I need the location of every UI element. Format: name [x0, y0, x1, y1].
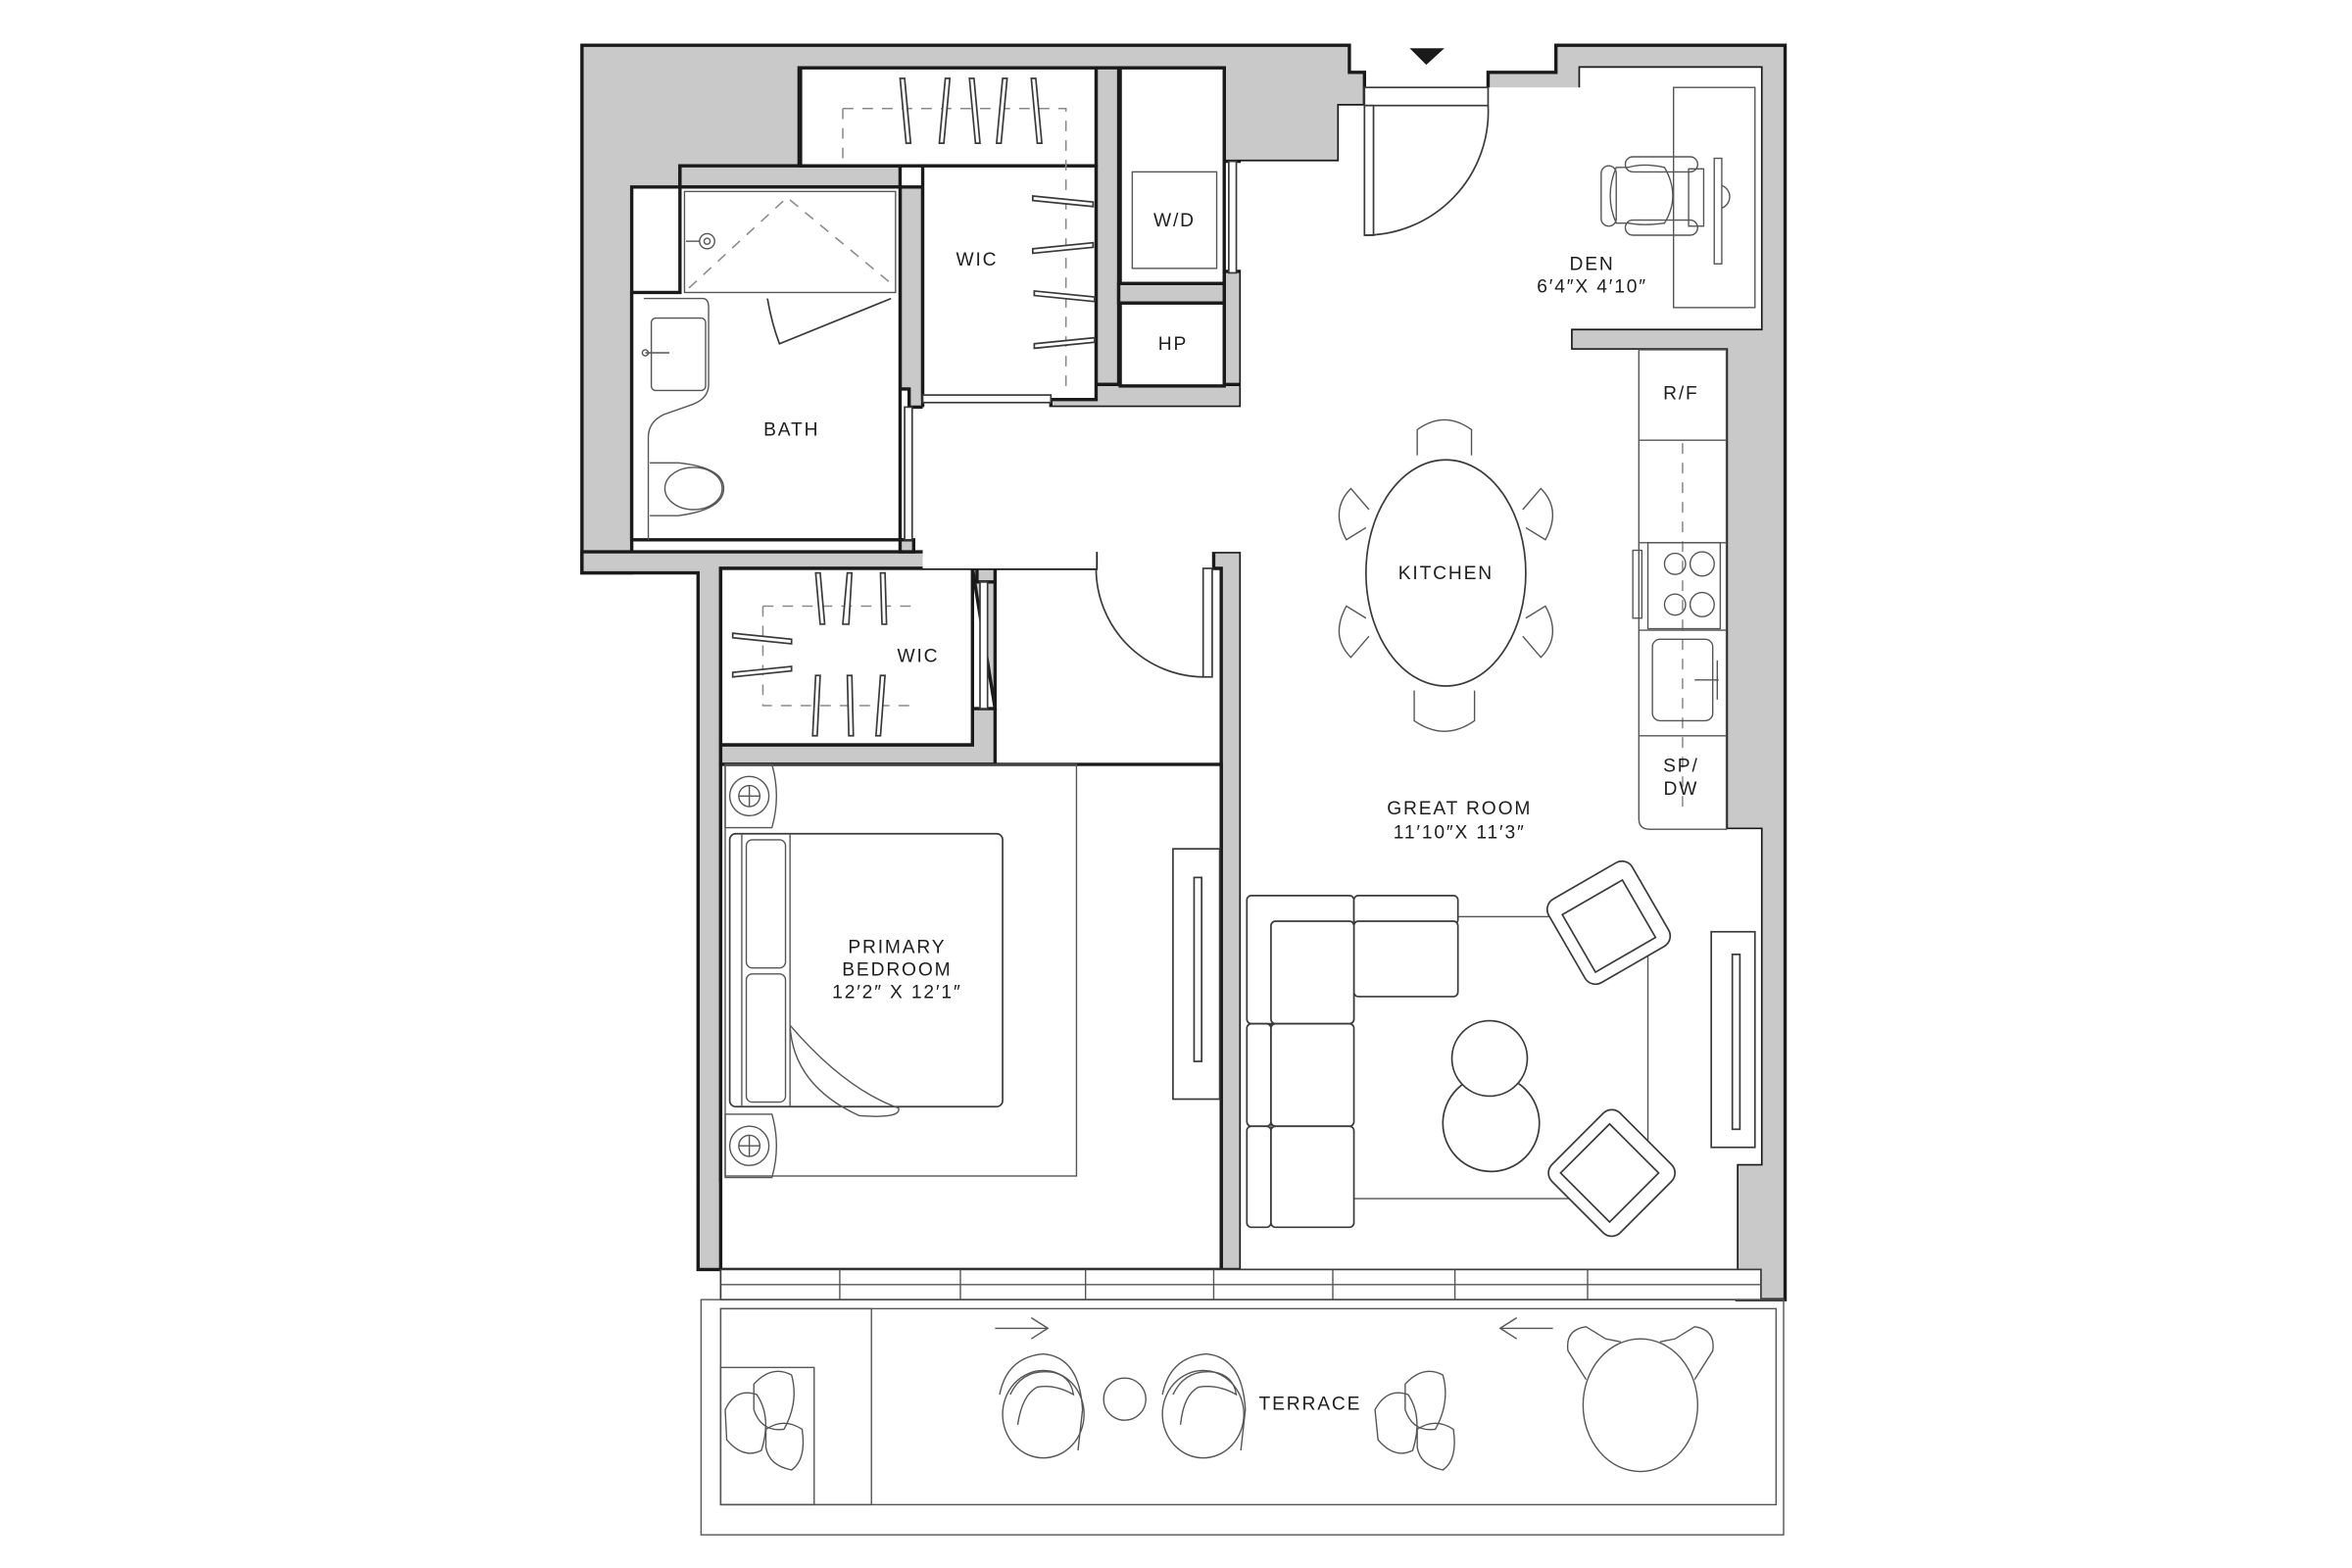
planter	[719, 1307, 872, 1506]
primary-bedroom: PRIMARY BEDROOM 12′2″ X 12′1″	[724, 567, 1221, 1179]
wic-bedroom: WIC	[731, 571, 989, 737]
oven-handle	[1632, 549, 1643, 619]
hangers-top	[899, 77, 1096, 350]
room-dimensions-den: 6′4″X 4′10″	[1537, 276, 1647, 297]
room-label-dw: DW	[1664, 779, 1699, 800]
dining-chair	[1338, 418, 1553, 732]
great-room: GREAT ROOM 11′10″X 11′3″	[1246, 799, 1756, 1238]
office-chair-icon	[1600, 156, 1698, 236]
room-label-wd: W/D	[1153, 211, 1196, 231]
room-label-wic-bedroom: WIC	[897, 646, 939, 666]
room-label-bath: BATH	[763, 420, 819, 441]
laundry: W/D HP	[1131, 160, 1238, 355]
vanity-sink	[650, 317, 707, 392]
terrace-lounge-chair	[1161, 1352, 1247, 1459]
vanity	[643, 297, 710, 540]
room-dimensions-great-room: 11′10″X 11′3″	[1394, 822, 1526, 843]
wic-top-doorway	[921, 394, 1053, 404]
laundry-door	[1228, 160, 1238, 274]
tv-console-bedroom	[1172, 848, 1221, 1101]
terrace-side-table	[1102, 1377, 1147, 1421]
dining-table: KITCHEN	[1338, 418, 1553, 732]
room-label-sp: SP/	[1663, 757, 1699, 777]
kitchen-counter	[1638, 349, 1728, 830]
shower	[683, 190, 897, 294]
sliding-glass-wall[interactable]	[719, 1268, 1762, 1301]
terrace: TERRACE	[700, 1298, 1785, 1536]
bistro-table	[1566, 1326, 1714, 1473]
room-label-primary: PRIMARY	[848, 937, 946, 957]
den: DEN 6′4″X 4′10″	[1537, 86, 1756, 309]
lounge-chair	[1545, 859, 1676, 1238]
sectional-sofa	[1246, 895, 1459, 1229]
room-label-great-room: GREAT ROOM	[1387, 799, 1532, 819]
washer-dryer	[1131, 171, 1218, 270]
wic-bedroom-doorway	[979, 581, 989, 710]
coffee-table	[1442, 1019, 1541, 1173]
plant-icon	[1374, 1370, 1455, 1471]
monitor	[1713, 157, 1723, 265]
terrace-outline	[700, 1298, 1785, 1536]
toilet	[650, 462, 725, 516]
room-label-bedroom: BEDROOM	[842, 959, 952, 980]
room-label-kitchen: KITCHEN	[1398, 564, 1494, 584]
bedroom-rug	[724, 763, 1078, 1177]
plant-icon	[724, 1370, 805, 1471]
room-dimensions-bedroom: 12′2″ X 12′1″	[832, 982, 961, 1003]
walls	[580, 43, 1788, 1301]
room-label-rf: R/F	[1663, 384, 1699, 405]
nightstand-top	[724, 763, 777, 829]
entry-arrow-icon	[1409, 48, 1445, 66]
room-label-hp: HP	[1158, 334, 1188, 355]
shower-head-icon	[686, 232, 715, 250]
nightstand-bottom	[724, 1113, 777, 1179]
entry-door[interactable]	[1363, 86, 1490, 236]
room-label-den: DEN	[1570, 254, 1615, 274]
tv-console-great-room	[1710, 930, 1756, 1149]
kitchen: R/F SP/ DW KITCHEN	[1338, 349, 1728, 830]
room-label-wic-top: WIC	[956, 250, 998, 270]
cooktop	[1646, 542, 1722, 630]
sliding-arrow-right-icon	[995, 1317, 1050, 1340]
bath-door	[904, 406, 913, 541]
desk	[1673, 86, 1756, 309]
bath: BATH	[641, 190, 913, 541]
room-label-terrace: TERRACE	[1259, 1394, 1362, 1414]
bedroom-door[interactable]	[1095, 567, 1213, 678]
wic-top: WIC	[842, 77, 1096, 404]
terrace-lounge-chair	[999, 1352, 1085, 1459]
bed	[728, 832, 1004, 1117]
sliding-arrow-left-icon	[1498, 1317, 1553, 1340]
